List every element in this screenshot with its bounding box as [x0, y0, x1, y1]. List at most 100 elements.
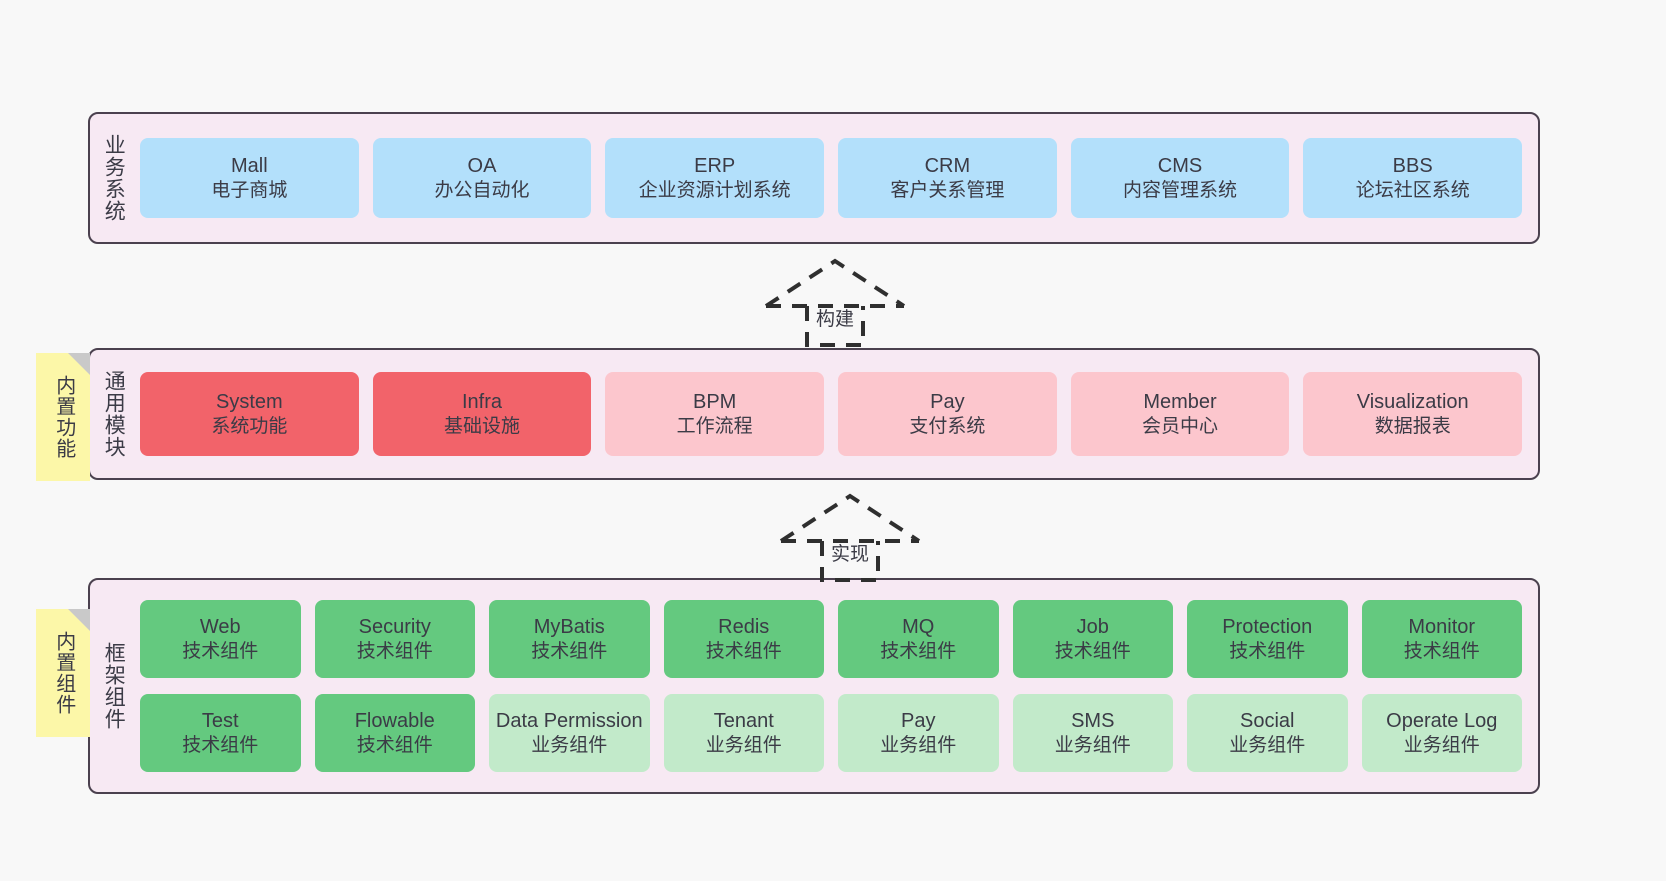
card-title: Flowable [354, 710, 435, 733]
card-mybatis[interactable]: MyBatis 技术组件 [489, 600, 650, 678]
card-title: Monitor [1408, 616, 1476, 639]
card-title: Infra [461, 391, 503, 414]
card-title: Web [199, 616, 241, 639]
card-title: Test [201, 710, 239, 733]
card-subtitle: 论坛社区系统 [1355, 179, 1470, 201]
connector-build: 构建 [755, 255, 915, 347]
card-flowable[interactable]: Flowable 技术组件 [314, 694, 475, 772]
card-subtitle: 业务组件 [1403, 734, 1480, 756]
card-subtitle: 技术组件 [182, 734, 259, 756]
card-title: SMS [1071, 710, 1115, 733]
layer-framework-component: 框架组件 Web 技术组件 Security 技术组件 MyBatis 技术组件… [88, 578, 1540, 794]
card-subtitle: 技术组件 [356, 734, 433, 756]
card-subtitle: 业务组件 [531, 734, 608, 756]
build-arrow-icon [764, 258, 906, 347]
card-subtitle: 技术组件 [356, 640, 433, 662]
card-subtitle: 基础设施 [444, 415, 521, 437]
note-builtin-component: 内置组件 [36, 609, 90, 737]
card-test[interactable]: Test 技术组件 [140, 694, 301, 772]
card-subtitle: 业务组件 [1229, 734, 1306, 756]
connector-label-implement: 实现 [830, 544, 870, 565]
card-oa[interactable]: OA 办公自动化 [372, 138, 592, 218]
card-sms[interactable]: SMS 业务组件 [1012, 694, 1173, 772]
card-social[interactable]: Social 业务组件 [1187, 694, 1348, 772]
card-title: Operate Log [1386, 710, 1498, 733]
note-fold-corner [68, 609, 90, 631]
card-title: Social [1240, 710, 1295, 733]
card-subtitle: 企业资源计划系统 [638, 179, 791, 201]
card-title: MyBatis [533, 616, 605, 639]
card-subtitle: 会员中心 [1142, 415, 1219, 437]
card-cms[interactable]: CMS 内容管理系统 [1070, 138, 1290, 218]
card-title: OA [467, 155, 497, 178]
card-bpm[interactable]: BPM 工作流程 [605, 372, 825, 456]
card-crm[interactable]: CRM 客户关系管理 [838, 138, 1057, 218]
card-redis[interactable]: Redis 技术组件 [663, 600, 824, 678]
card-title: Data Permission [495, 710, 643, 733]
card-subtitle: 技术组件 [182, 640, 259, 662]
card-title: System [215, 391, 283, 414]
card-title: Job [1076, 616, 1109, 639]
connector-label-build: 构建 [815, 309, 855, 330]
card-title: Tenant [713, 710, 774, 733]
card-mq[interactable]: MQ 技术组件 [838, 600, 999, 678]
card-protection[interactable]: Protection 技术组件 [1187, 600, 1348, 678]
card-monitor[interactable]: Monitor 技术组件 [1361, 600, 1522, 678]
card-visualization[interactable]: Visualization 数据报表 [1303, 372, 1523, 456]
card-title: Pay [901, 710, 936, 733]
card-subtitle: 技术组件 [1229, 640, 1306, 662]
layer-business-system: 业务系统 Mall 电子商城 OA 办公自动化 ERP 企业资源计划系统 CRM… [88, 112, 1540, 244]
implement-arrow-icon [779, 493, 921, 582]
card-subtitle: 技术组件 [531, 640, 608, 662]
row-business-components: Test 技术组件 Flowable 技术组件 Data Permission … [140, 694, 1522, 772]
card-subtitle: 办公自动化 [434, 179, 530, 201]
row-tech-components: Web 技术组件 Security 技术组件 MyBatis 技术组件 Redi… [140, 600, 1522, 678]
card-subtitle: 技术组件 [1054, 640, 1131, 662]
card-security[interactable]: Security 技术组件 [314, 600, 475, 678]
card-infra[interactable]: Infra 基础设施 [372, 372, 592, 456]
card-title: Member [1143, 391, 1217, 414]
card-subtitle: 电子商城 [211, 179, 288, 201]
card-title: ERP [694, 155, 736, 178]
card-member[interactable]: Member 会员中心 [1070, 372, 1290, 456]
connector-implement: 实现 [770, 490, 930, 582]
card-job[interactable]: Job 技术组件 [1012, 600, 1173, 678]
layer-body-common-module: System 系统功能 Infra 基础设施 BPM 工作流程 Pay 支付系统… [136, 350, 1538, 478]
note-text: 内置功能 [52, 375, 75, 459]
card-subtitle: 技术组件 [1403, 640, 1480, 662]
card-mall[interactable]: Mall 电子商城 [140, 138, 359, 218]
card-subtitle: 数据报表 [1374, 415, 1451, 437]
card-operate-log[interactable]: Operate Log 业务组件 [1361, 694, 1522, 772]
card-title: Mall [231, 155, 268, 178]
note-text: 内置组件 [52, 631, 75, 715]
card-title: BBS [1392, 155, 1433, 178]
card-bbs[interactable]: BBS 论坛社区系统 [1303, 138, 1523, 218]
card-title: Redis [718, 616, 770, 639]
card-title: CRM [924, 155, 971, 178]
card-web[interactable]: Web 技术组件 [140, 600, 301, 678]
card-title: BPM [693, 391, 737, 414]
card-system[interactable]: System 系统功能 [140, 372, 359, 456]
card-title: Pay [930, 391, 965, 414]
card-subtitle: 业务组件 [705, 734, 782, 756]
row-business-systems: Mall 电子商城 OA 办公自动化 ERP 企业资源计划系统 CRM 客户关系… [140, 138, 1523, 218]
layer-label-common-module: 通用模块 [102, 370, 126, 458]
layer-body-business-system: Mall 电子商城 OA 办公自动化 ERP 企业资源计划系统 CRM 客户关系… [136, 114, 1538, 242]
note-fold-corner [68, 353, 90, 375]
card-tenant[interactable]: Tenant 业务组件 [663, 694, 824, 772]
card-title: Security [358, 616, 431, 639]
card-erp[interactable]: ERP 企业资源计划系统 [605, 138, 825, 218]
card-pay-module[interactable]: Pay 支付系统 [838, 372, 1057, 456]
card-subtitle: 技术组件 [880, 640, 957, 662]
card-title: CMS [1157, 155, 1203, 178]
card-title: Protection [1222, 616, 1313, 639]
card-subtitle: 客户关系管理 [890, 179, 1005, 201]
layer-body-framework-component: Web 技术组件 Security 技术组件 MyBatis 技术组件 Redi… [136, 580, 1538, 792]
card-title: Visualization [1356, 391, 1469, 414]
row-common-modules: System 系统功能 Infra 基础设施 BPM 工作流程 Pay 支付系统… [140, 372, 1523, 456]
card-subtitle: 内容管理系统 [1123, 179, 1238, 201]
card-pay-component[interactable]: Pay 业务组件 [838, 694, 999, 772]
card-data-permission[interactable]: Data Permission 业务组件 [489, 694, 650, 772]
layer-label-business-system: 业务系统 [102, 134, 126, 222]
layer-label-framework-component: 框架组件 [102, 642, 126, 730]
